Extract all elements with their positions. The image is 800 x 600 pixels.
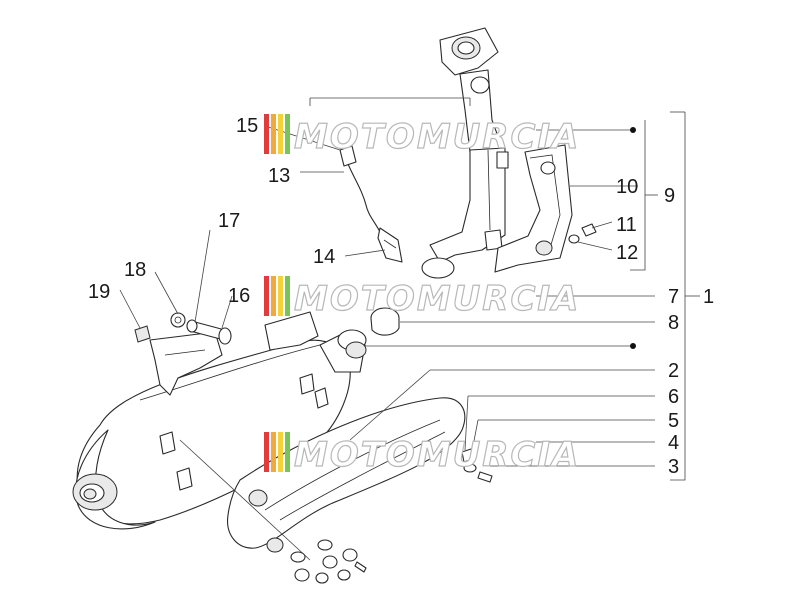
silencer xyxy=(72,329,367,530)
watermark-text: MOTOMURCIA xyxy=(294,435,580,475)
reference-dot-upper xyxy=(630,127,636,133)
label-8: 8 xyxy=(668,312,679,334)
label-12: 12 xyxy=(616,242,638,264)
reference-dot-lower xyxy=(630,343,636,349)
label-1: 1 xyxy=(703,286,714,308)
watermark-2: MOTOMURCIA xyxy=(264,276,580,320)
washer-17 xyxy=(186,319,198,333)
muffler-bracket xyxy=(149,311,319,396)
watermark-1: MOTOMURCIA xyxy=(264,114,580,158)
bolt-set-right xyxy=(461,447,493,483)
label-18: 18 xyxy=(124,259,146,281)
watermark-3: MOTOMURCIA xyxy=(264,432,580,476)
label-10: 10 xyxy=(616,176,638,198)
bolt-set-bottom xyxy=(290,539,367,584)
label-11: 11 xyxy=(616,214,637,236)
label-4: 4 xyxy=(668,432,679,454)
label-5: 5 xyxy=(668,410,679,432)
nut-11 xyxy=(581,223,597,237)
label-7: 7 xyxy=(668,286,679,308)
label-14: 14 xyxy=(313,246,335,268)
heat-shield-upper xyxy=(494,144,573,273)
washer-12 xyxy=(568,234,580,244)
leader-lines xyxy=(119,97,700,561)
label-6: 6 xyxy=(668,386,679,408)
label-16: 16 xyxy=(228,285,250,307)
label-2: 2 xyxy=(668,360,679,382)
gasket-8 xyxy=(370,307,400,336)
washer-18 xyxy=(170,312,186,328)
label-17: 17 xyxy=(218,210,240,232)
nut-19 xyxy=(134,325,151,343)
heat-shield-lower xyxy=(227,397,466,553)
watermark-text: MOTOMURCIA xyxy=(294,279,580,319)
label-3: 3 xyxy=(668,456,679,478)
exhaust-manifold xyxy=(421,27,509,279)
label-9: 9 xyxy=(664,185,675,207)
label-13: 13 xyxy=(268,165,290,187)
watermark-text: MOTOMURCIA xyxy=(294,117,580,157)
lambda-sensor xyxy=(339,145,403,263)
label-15: 15 xyxy=(236,115,258,137)
label-19: 19 xyxy=(88,281,110,303)
